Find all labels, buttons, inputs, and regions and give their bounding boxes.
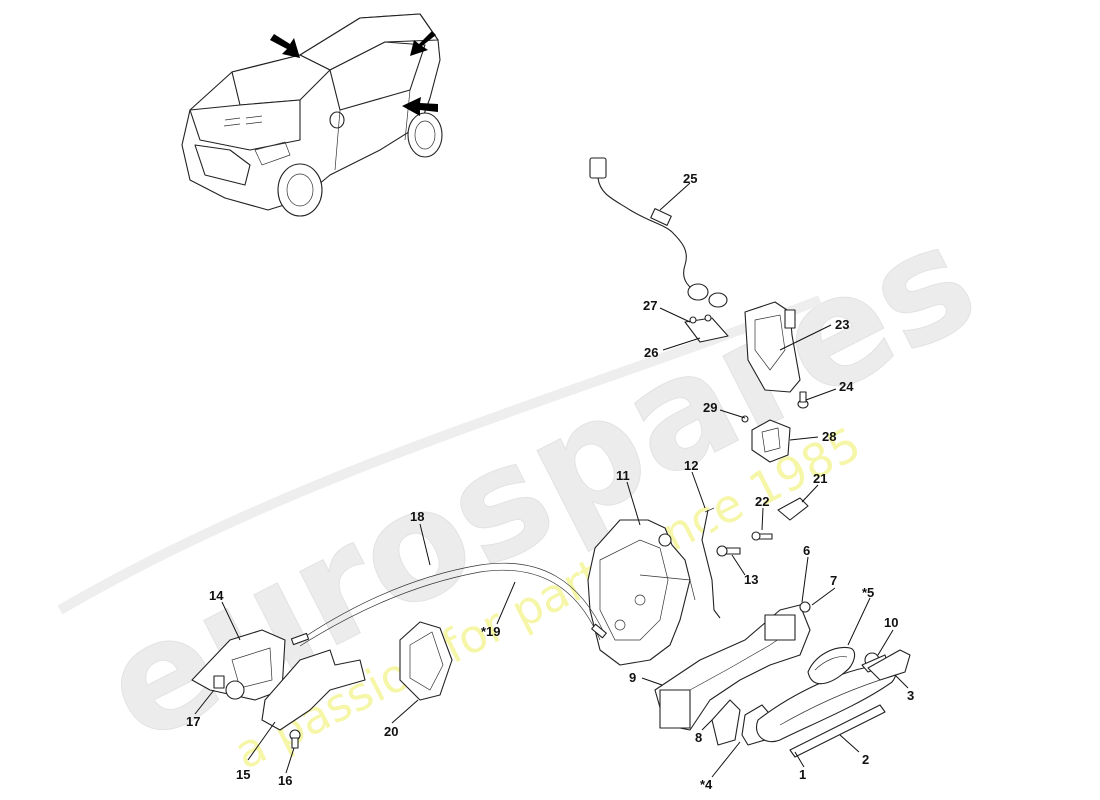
callout-4: *4	[700, 777, 713, 792]
part-13-bolt	[716, 545, 741, 557]
callout-21: 21	[813, 471, 827, 486]
callout-labels: 1 2 3 *4 *5 6 7 8 9 10 11 12 13 14 15 16…	[186, 171, 914, 792]
callout-24: 24	[839, 379, 854, 394]
part-25-harness	[589, 157, 728, 308]
callout-23: 23	[835, 317, 849, 332]
part-6-frame	[654, 601, 811, 731]
arrow-icon	[402, 97, 438, 116]
callout-6: 6	[803, 543, 810, 558]
part-26-bracket	[684, 314, 729, 343]
callout-10: 10	[884, 615, 898, 630]
cables-18-19	[290, 562, 607, 647]
part-5-escutcheon	[807, 646, 856, 685]
arrow-icon	[410, 31, 436, 56]
callout-13: 13	[744, 572, 758, 587]
part-15-plate	[261, 649, 366, 731]
callout-15: 15	[236, 767, 250, 782]
callout-9: 9	[629, 670, 636, 685]
callout-12: 12	[684, 458, 698, 473]
callout-14: 14	[209, 588, 224, 603]
callout-27: 27	[643, 298, 657, 313]
leader-lines	[194, 182, 909, 778]
part-20-pad	[399, 621, 453, 701]
part-11-lock	[587, 519, 696, 666]
callout-17: 17	[186, 714, 200, 729]
part-24-bolt	[797, 391, 809, 409]
callout-28: 28	[822, 429, 836, 444]
callout-19: *19	[481, 624, 501, 639]
part-23-bracket	[744, 301, 801, 393]
part-28-striker	[741, 415, 791, 463]
callout-22: 22	[755, 494, 769, 509]
part-21-plate	[751, 497, 809, 541]
callout-18: 18	[410, 509, 424, 524]
callout-2: 2	[862, 752, 869, 767]
callout-5: *5	[862, 585, 874, 600]
callout-1: 1	[799, 767, 806, 782]
part-2-strip	[789, 704, 886, 758]
callout-16: 16	[278, 773, 292, 788]
arrow-icon	[270, 34, 300, 58]
part-14-inner-handle	[191, 629, 286, 701]
part-8-gasket	[711, 699, 741, 746]
callout-11: 11	[616, 468, 630, 483]
callout-26: 26	[644, 345, 658, 360]
part-3-cap	[867, 649, 911, 681]
callout-25: 25	[683, 171, 697, 186]
callout-8: 8	[695, 730, 702, 745]
callout-7: 7	[830, 573, 837, 588]
watermark-swoosh	[57, 295, 822, 615]
callout-20: 20	[384, 724, 398, 739]
part-12-rod	[701, 507, 721, 619]
car-overview	[181, 13, 443, 217]
callout-29: 29	[703, 400, 717, 415]
callout-3: 3	[907, 688, 914, 703]
part-16-screw	[289, 729, 301, 749]
